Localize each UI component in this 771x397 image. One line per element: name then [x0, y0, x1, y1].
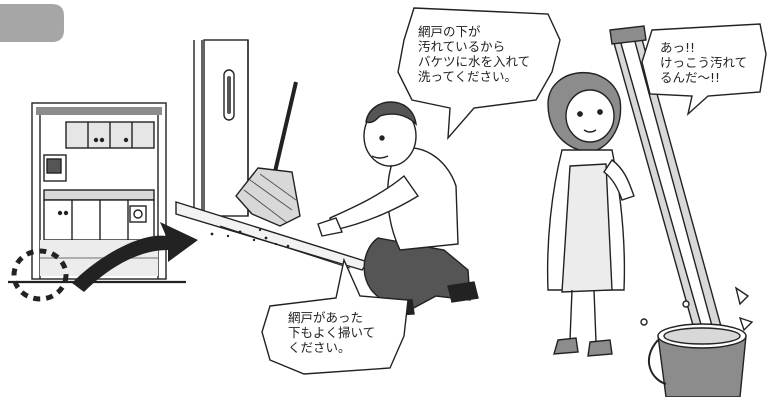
woman-figure	[546, 72, 635, 357]
door-frame	[175, 39, 370, 271]
speech-line: けっこう汚れて	[660, 55, 748, 70]
speech-line: るんだ〜!!	[660, 70, 721, 85]
speech-text-woman: あっ!! けっこう汚れて るんだ〜!!	[660, 40, 747, 85]
speech-line: 洗ってください。	[418, 69, 518, 84]
speech-line: 網戸の下が	[418, 24, 481, 39]
curved-arrow-icon	[72, 222, 198, 292]
room-scene	[8, 102, 186, 284]
dust	[210, 228, 290, 248]
broom-icon	[235, 81, 301, 227]
speech-bubble-floor	[261, 257, 409, 375]
dotted-circle-highlight-icon	[11, 248, 69, 302]
speech-line: あっ!!	[660, 40, 696, 55]
speech-bubble-woman	[641, 23, 767, 116]
man-figure	[317, 101, 479, 317]
corner-tab	[0, 4, 64, 42]
speech-line: バケツに水を入れて	[418, 54, 531, 69]
speech-line: 網戸があった	[288, 310, 364, 325]
speech-line: 汚れているから	[418, 39, 506, 54]
speech-line: ください。	[288, 340, 351, 355]
bucket-icon	[640, 286, 754, 397]
speech-bubble-man	[397, 7, 561, 141]
speech-text-man: 網戸の下が 汚れているから バケツに水を入れて 洗ってください。	[418, 24, 530, 84]
speech-text-floor: 網戸があった 下もよく掃いて ください。	[288, 310, 375, 355]
speech-line: 下もよく掃いて	[288, 325, 376, 340]
